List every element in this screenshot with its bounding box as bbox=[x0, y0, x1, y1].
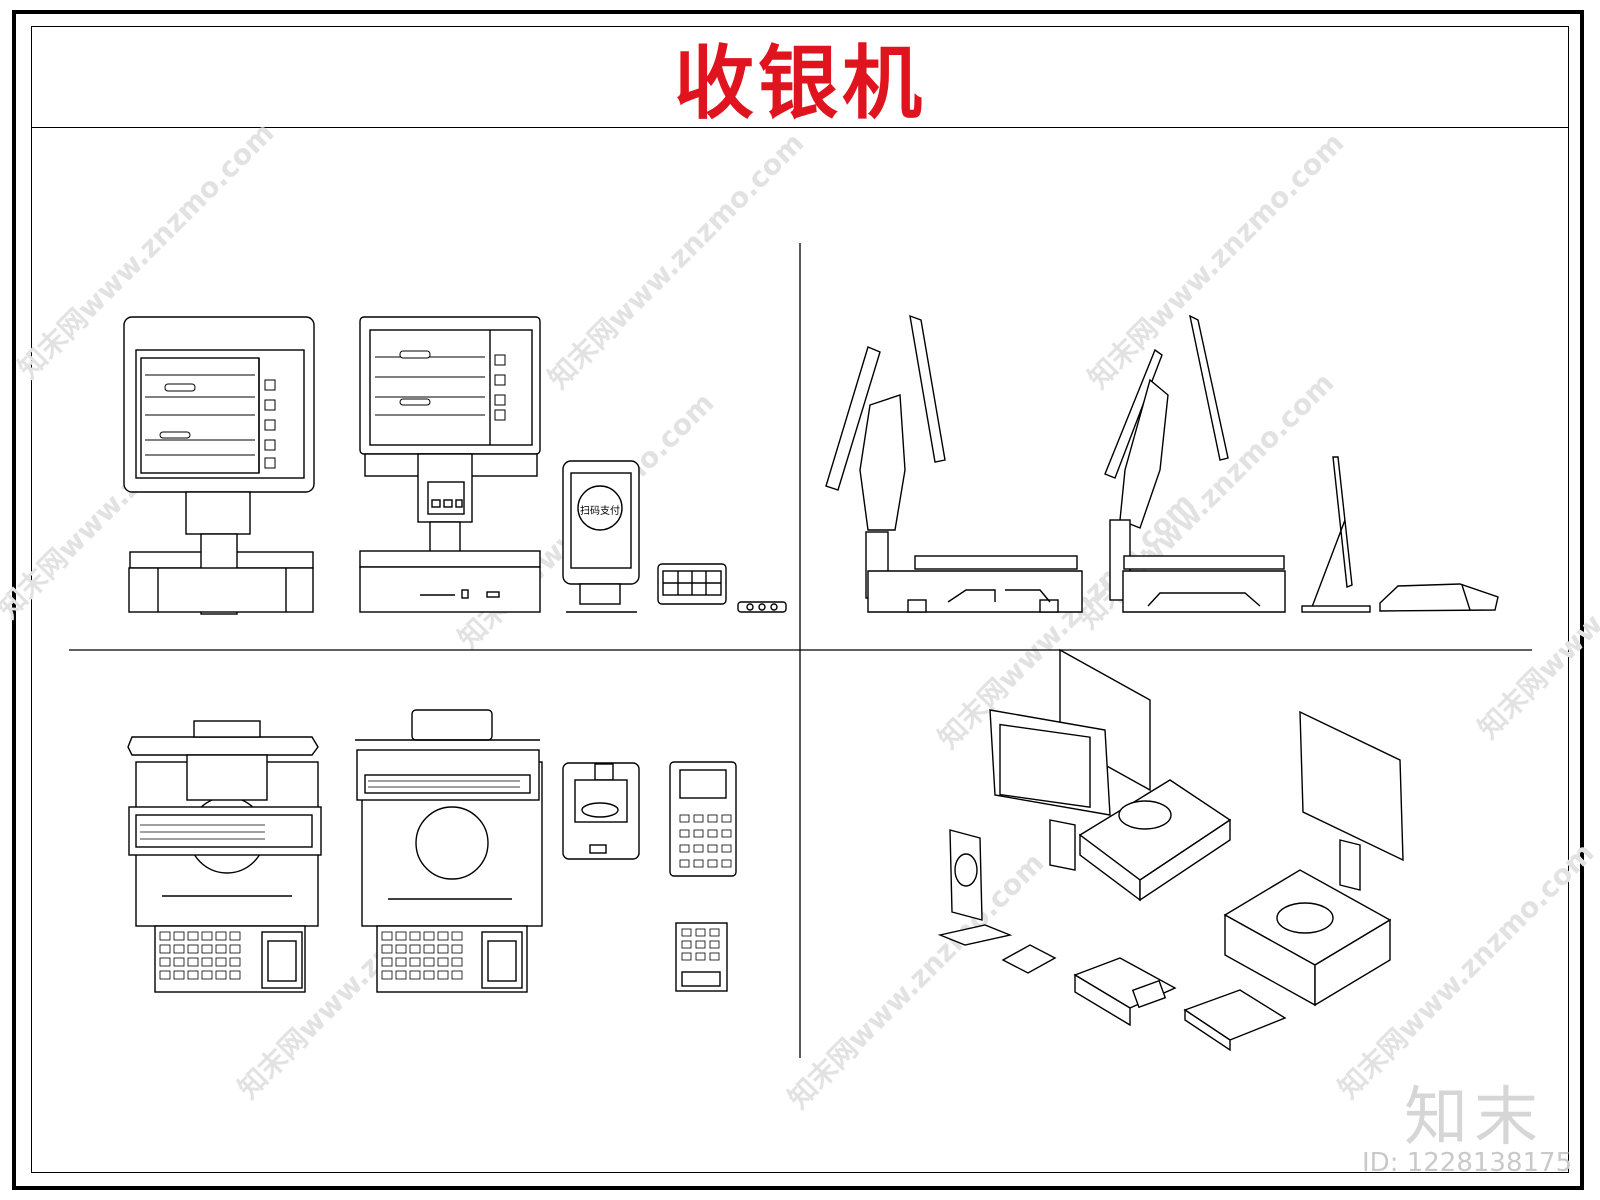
outer-frame bbox=[12, 10, 1584, 1190]
qr-label: 扫码支付 bbox=[580, 504, 620, 517]
isometric-view-group bbox=[937, 648, 1404, 1052]
keypad-iso bbox=[1001, 944, 1057, 974]
printer-iso bbox=[1073, 957, 1177, 1027]
pos-side-1 bbox=[825, 314, 1083, 613]
quadrant-dividers bbox=[69, 243, 1532, 1058]
card-reader-side bbox=[1379, 583, 1499, 612]
qr-stand-front: 扫码支付 bbox=[562, 460, 640, 613]
qr-stand-iso bbox=[937, 829, 1013, 946]
scanner-front bbox=[737, 601, 787, 613]
inner-frame bbox=[31, 26, 1569, 1173]
pos-iso-2 bbox=[1223, 710, 1404, 1007]
pos-front-1 bbox=[123, 316, 315, 615]
pos-iso-1 bbox=[989, 648, 1232, 902]
card-terminal-plan bbox=[669, 761, 737, 877]
pos-side-2 bbox=[1104, 314, 1286, 613]
card-terminal-iso bbox=[1183, 989, 1287, 1052]
watermark-id: ID: 1228138175 bbox=[1362, 1148, 1573, 1178]
qr-stand-plan bbox=[562, 762, 640, 860]
plan-view-group bbox=[127, 709, 737, 993]
side-view-group bbox=[825, 314, 1499, 613]
pos-front-2 bbox=[359, 316, 541, 613]
watermark-text: 知末网www.znzmo.com bbox=[542, 126, 811, 395]
page-title: 收银机 bbox=[674, 35, 926, 130]
watermark-logo: 知末 bbox=[1404, 1081, 1544, 1155]
plan-2-keys bbox=[381, 931, 463, 980]
plan-1-keys bbox=[159, 931, 241, 980]
pos-plan-2 bbox=[355, 709, 543, 993]
front-view-group: 扫码支付 bbox=[123, 316, 787, 615]
title-bar: 收银机 bbox=[31, 26, 1569, 130]
watermark-text: 知末网www.znzmo.com bbox=[1082, 126, 1351, 395]
keypad-front bbox=[657, 563, 727, 605]
keypad-plan bbox=[675, 922, 728, 992]
watermark-text: 知末网www.znzmo.com bbox=[782, 846, 1051, 1115]
monitor-side bbox=[1301, 456, 1371, 613]
pos-plan-1 bbox=[127, 720, 322, 993]
